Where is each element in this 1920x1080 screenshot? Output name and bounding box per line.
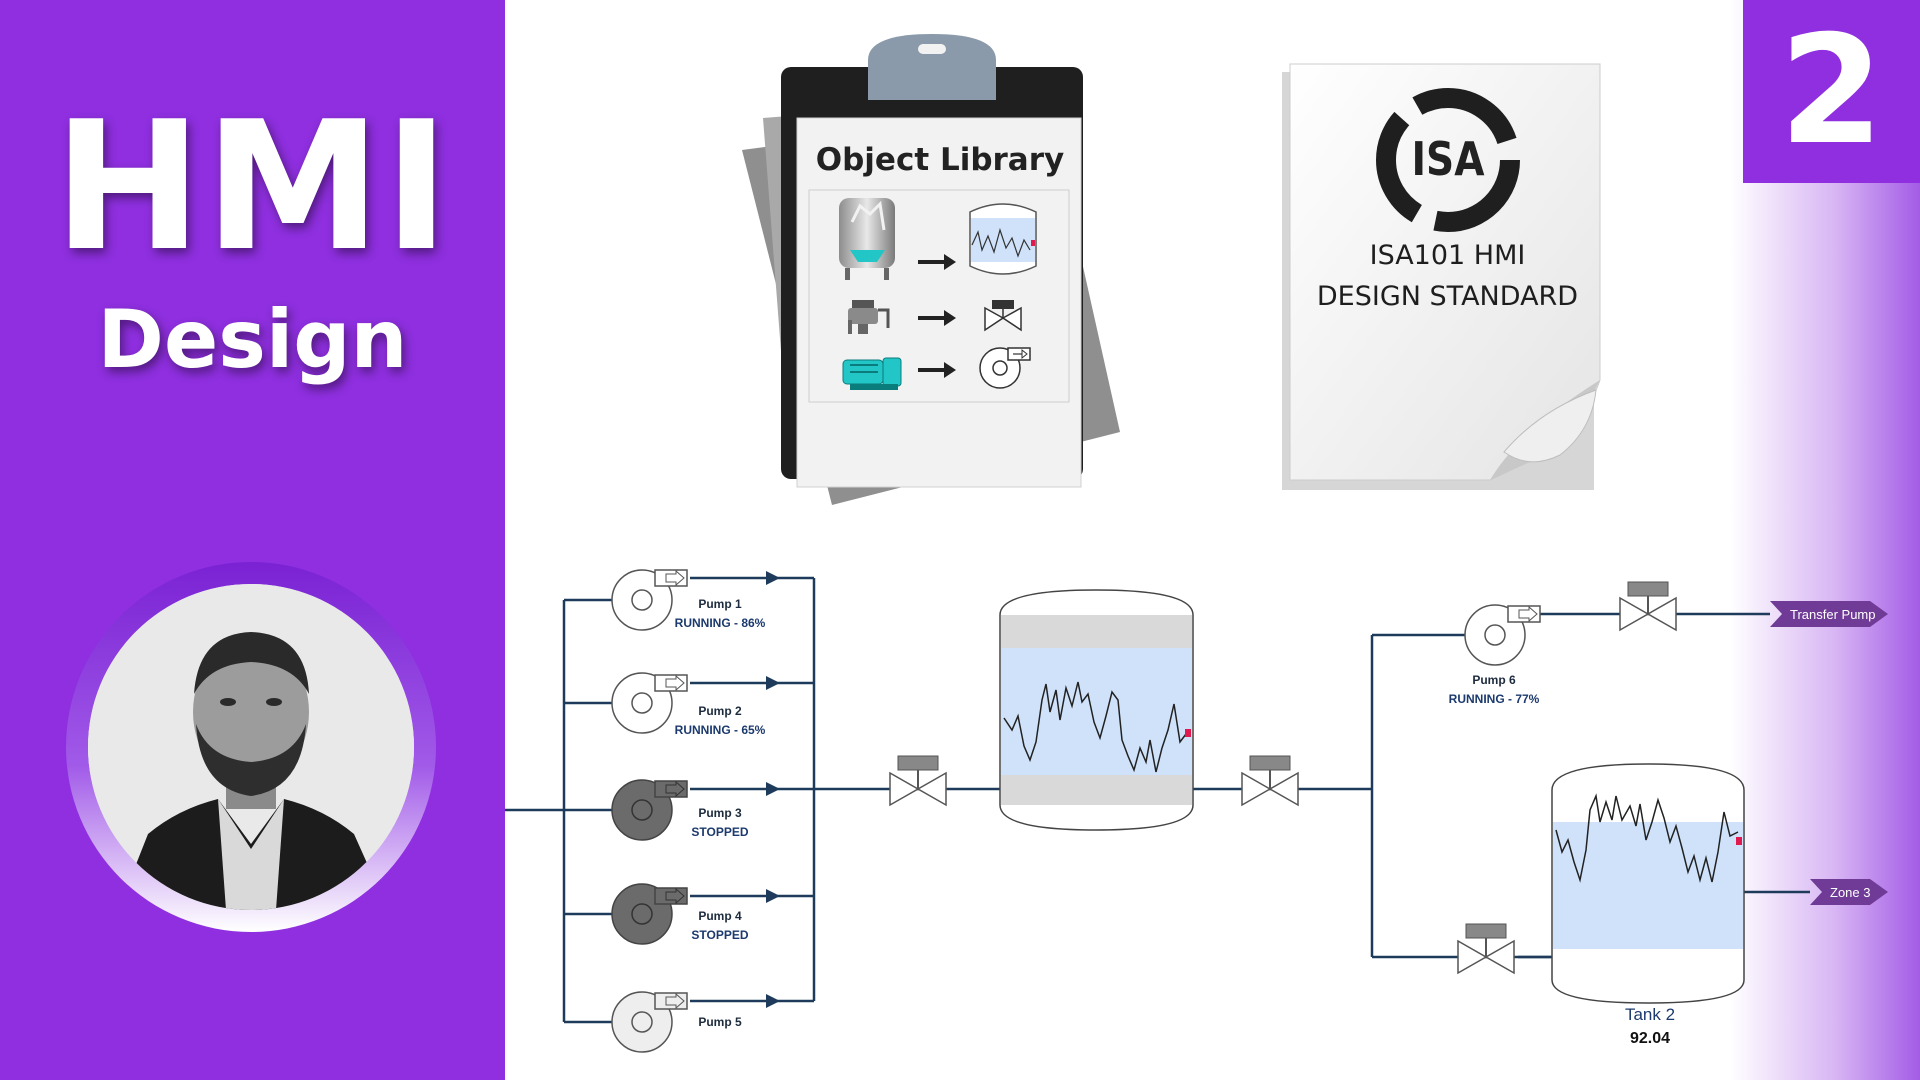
pump-6-symbol: [1464, 604, 1541, 666]
clipboard-clip: [868, 34, 996, 100]
transfer-pump-label: Transfer Pump: [1790, 607, 1876, 622]
pump-5-name: Pump 5: [698, 1015, 742, 1029]
pump-3-name: Pump 3: [698, 806, 742, 820]
pump-4-label: Pump 4 STOPPED: [660, 909, 780, 942]
pump-3-symbol: [611, 779, 688, 841]
clipboard-sheet: [796, 117, 1082, 488]
pump-1-name: Pump 1: [698, 597, 742, 611]
tank-2-value: 92.04: [1629, 1030, 1671, 1047]
pump-6-status: RUNNING - 77%: [1448, 692, 1540, 706]
pump-1-symbol: [611, 569, 688, 631]
pump-6-name: Pump 6: [1472, 673, 1516, 687]
valve-3-symbol: [1619, 581, 1677, 632]
library-grid: [808, 189, 1070, 403]
pump-1-label: Pump 1 RUNNING - 86%: [660, 597, 780, 630]
pump-3-label: Pump 3 STOPPED: [660, 806, 780, 839]
isa-logo-icon: [1376, 88, 1520, 232]
page-subtitle: Design: [97, 293, 408, 386]
zone-3-tag: [1810, 879, 1888, 905]
flow-arrow-icon: [766, 571, 780, 585]
arrow-icon: [918, 362, 956, 378]
flow-arrow-icon: [766, 676, 780, 690]
valve-2-symbol: [1241, 755, 1299, 807]
pump-4-name: Pump 4: [698, 909, 742, 923]
tank-symbol-icon: [969, 203, 1037, 275]
pump-2-status: RUNNING - 65%: [674, 723, 766, 737]
zone-3-label: Zone 3: [1830, 885, 1871, 900]
pump-3-status: STOPPED: [691, 825, 749, 839]
valve-symbol-icon: [984, 300, 1022, 332]
arrow-icon: [918, 254, 956, 270]
tank-2-symbol: [1551, 763, 1745, 1004]
flow-arrow-icon: [766, 889, 780, 903]
page-title: HMI: [53, 83, 452, 290]
pump-5-label: Pump 5: [660, 1015, 780, 1029]
pump-2-symbol: [611, 672, 688, 734]
pump-1-status: RUNNING - 86%: [674, 616, 766, 630]
transfer-pump-tag: [1770, 601, 1888, 627]
pump-5-symbol: [611, 991, 688, 1053]
episode-number: 2: [1743, 0, 1920, 183]
pump-2-name: Pump 2: [698, 704, 742, 718]
pump-symbol-icon: [979, 347, 1031, 389]
valve-1-symbol: [889, 755, 947, 807]
valve-4-symbol: [1457, 923, 1515, 975]
avatar: [88, 584, 414, 910]
flow-arrows: [766, 571, 780, 1008]
pump-6-label: Pump 6 RUNNING - 77%: [1434, 673, 1554, 706]
isa-standard-document: [1282, 63, 1601, 490]
pump-4-symbol: [611, 883, 688, 945]
vessel-object-icon: [839, 198, 895, 280]
pump-4-status: STOPPED: [691, 928, 749, 942]
person-icon: [88, 584, 414, 910]
isa-logo-text: ISA: [1411, 132, 1485, 186]
arrow-icon: [918, 310, 956, 326]
document-title-line-2: DESIGN STANDARD: [1316, 281, 1579, 312]
pump-object-icon: [842, 357, 902, 390]
object-library-clipboard: [742, 34, 1120, 505]
valve-object-icon: [848, 300, 890, 334]
flow-arrow-icon: [766, 782, 780, 796]
flow-arrow-icon: [766, 994, 780, 1008]
pump-2-label: Pump 2 RUNNING - 65%: [660, 704, 780, 737]
tank-1-symbol: [999, 589, 1194, 831]
tank-2-name: Tank 2: [1624, 1005, 1676, 1024]
library-title: Object Library: [815, 142, 1065, 178]
document-title-line-1: ISA101 HMI: [1369, 240, 1526, 271]
